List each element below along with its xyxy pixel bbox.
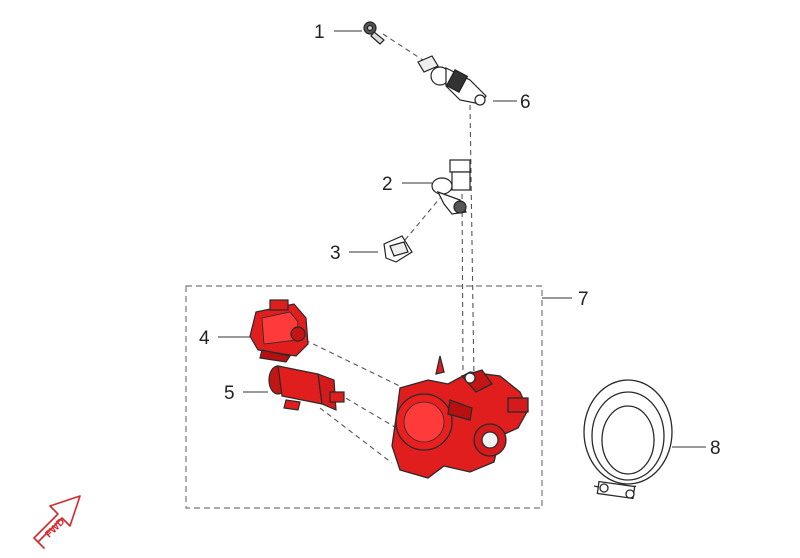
- callout-5: 5: [224, 383, 235, 404]
- assembly-group-box: [185, 285, 543, 509]
- leader-lines: [218, 30, 706, 448]
- callout-8: 8: [710, 438, 721, 459]
- part-2-injector: [431, 159, 471, 215]
- part-8-ring-clamp: [583, 379, 673, 500]
- callout-4: 4: [199, 328, 210, 349]
- part-5-idle-motor: [268, 365, 345, 411]
- callout-6: 6: [520, 92, 531, 113]
- throttle-body: [391, 355, 529, 479]
- assembly-dash-lines: [304, 33, 475, 464]
- callout-3: 3: [330, 243, 341, 264]
- part-1-bolt: [363, 21, 385, 45]
- part-4-actuator: [249, 299, 309, 363]
- part-6-sensor: [417, 55, 487, 106]
- callout-2: 2: [382, 174, 393, 195]
- fwd-arrow-icon: FWD: [33, 495, 81, 549]
- part-3-clip: [383, 235, 413, 263]
- callout-1: 1: [314, 22, 325, 43]
- callout-7: 7: [578, 289, 589, 310]
